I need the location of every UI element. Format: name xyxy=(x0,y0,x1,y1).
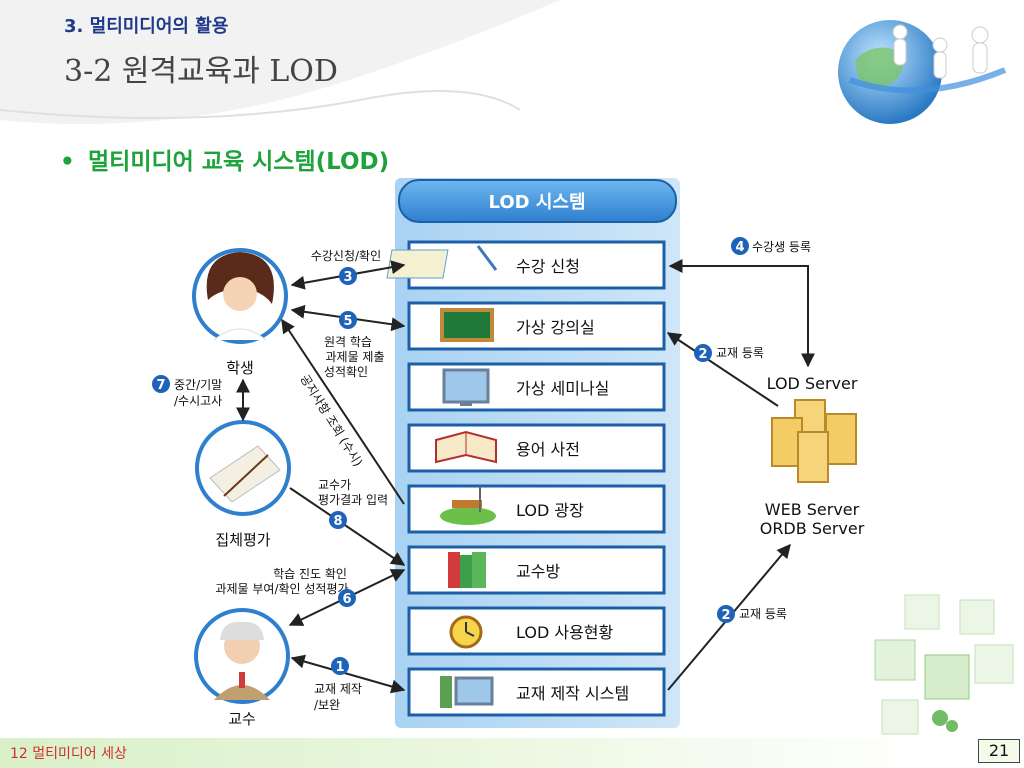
svg-text:5: 5 xyxy=(343,314,352,329)
step-badge-8 xyxy=(329,511,347,529)
notice-label: 공지사항 조회 (수시) xyxy=(297,372,365,469)
bullet-text: 멀티미디어 교육 시스템(LOD) xyxy=(88,149,390,175)
step-badge-7 xyxy=(152,375,170,393)
svg-text:3: 3 xyxy=(343,270,352,285)
module-label: LOD 광장 xyxy=(516,501,584,520)
step-badge-5 xyxy=(339,311,357,329)
module-label: 교수방 xyxy=(516,562,560,581)
svg-text:2: 2 xyxy=(698,347,707,362)
group-eval-avatar xyxy=(195,420,291,516)
arrow-flow-2a xyxy=(666,332,779,407)
student-avatar xyxy=(192,248,288,344)
flow-6-label-2: 과제물 부여/확인 성적평가 xyxy=(215,582,348,596)
open-book-icon xyxy=(435,430,497,464)
flow-7-label-1: 중간/기말 xyxy=(174,378,222,392)
svg-text:8: 8 xyxy=(333,514,342,529)
module-virtual-seminar[interactable]: 가상 세미나실 xyxy=(407,362,666,412)
module-glossary[interactable]: 용어 사전 xyxy=(407,423,666,473)
park-bench-icon xyxy=(440,486,496,525)
step-badge-2b xyxy=(717,605,735,623)
step-badge-2a xyxy=(694,344,712,362)
flow-5-label-3: 성적확인 xyxy=(324,365,368,379)
bullet-item: • 멀티미디어 교육 시스템(LOD) xyxy=(60,142,389,176)
header-swoosh xyxy=(0,0,560,125)
flow-2b-label: 교재 등록 xyxy=(739,607,787,621)
page-number: 21 xyxy=(978,739,1020,763)
svg-text:7: 7 xyxy=(156,378,165,393)
module-lod-usage[interactable]: LOD 사용현황 xyxy=(407,606,666,656)
module-label: 가상 세미나실 xyxy=(516,379,609,398)
lod-server-label: LOD Server xyxy=(767,374,858,393)
svg-text:6: 6 xyxy=(342,592,351,607)
flow-8-label-1: 교수가 xyxy=(318,478,351,492)
arrow-flow-4 xyxy=(668,259,815,368)
system-title-box xyxy=(398,179,677,223)
books-icon xyxy=(448,552,486,588)
professor-label: 교수 xyxy=(228,710,256,728)
flow-3-label: 수강신청/확인 xyxy=(311,249,381,263)
flow-2a-label: 교재 등록 xyxy=(716,346,764,360)
module-virtual-classroom[interactable]: 가상 강의실 xyxy=(407,301,666,351)
monitor-icon xyxy=(442,368,490,406)
svg-text:1: 1 xyxy=(335,660,344,675)
footer-text: 12 멀티미디어 세상 xyxy=(10,746,127,762)
flow-5-label-2: 과제물 제출 xyxy=(325,350,384,364)
module-label: 용어 사전 xyxy=(516,440,580,459)
step-badge-6 xyxy=(338,589,356,607)
arrow-flow-8 xyxy=(289,487,406,566)
arrow-flow-1 xyxy=(290,654,406,694)
flow-6-label-1: 학습 진도 확인 xyxy=(273,567,347,581)
chalkboard-icon xyxy=(440,308,494,342)
slide-title: 3-2 원격교육과 LOD xyxy=(64,54,338,89)
student-label: 학생 xyxy=(226,359,254,377)
module-label: 수강 신청 xyxy=(516,257,580,276)
step-badge-3 xyxy=(339,267,357,285)
flow-1-label-2: /보완 xyxy=(314,698,340,712)
arrow-notice xyxy=(281,318,405,505)
module-label: 가상 강의실 xyxy=(516,318,595,337)
lod-diagram: LOD 시스템 수강 신청 가상 강의실 가상 세미나실 용어 사전 LOD 광… xyxy=(152,178,1014,735)
system-title: LOD 시스템 xyxy=(488,192,585,213)
step-badge-4 xyxy=(731,237,749,255)
svg-text:2: 2 xyxy=(721,608,730,623)
professor-avatar xyxy=(194,608,290,704)
module-textbook-production[interactable]: 교재 제작 시스템 xyxy=(407,667,666,717)
bullet-dot-icon: • xyxy=(60,149,75,175)
cubes-decoration xyxy=(874,594,1014,735)
module-professor-room[interactable]: 교수방 xyxy=(407,545,666,595)
flow-4-label: 수강생 등록 xyxy=(752,240,811,254)
alarm-clock-icon xyxy=(449,615,483,649)
module-label: 교재 제작 시스템 xyxy=(516,684,629,703)
svg-text:4: 4 xyxy=(735,240,744,255)
group-eval-label: 집체평가 xyxy=(215,531,270,549)
flow-7-label-2: /수시고사 xyxy=(174,394,222,408)
step-badge-1 xyxy=(331,657,349,675)
module-lod-plaza[interactable]: LOD 광장 xyxy=(407,484,666,534)
computer-icon xyxy=(440,676,494,708)
module-course-register[interactable]: 수강 신청 xyxy=(386,240,666,290)
server-rack-icon xyxy=(771,399,857,483)
web-server-label: WEB Server xyxy=(765,500,860,519)
globe-people-illustration xyxy=(838,20,1007,124)
section-label: 3. 멀티미디어의 활용 xyxy=(64,16,229,37)
flow-8-label-2: 평가결과 입력 xyxy=(318,493,388,507)
flow-1-label-1: 교재 제작 xyxy=(314,682,362,696)
module-label: LOD 사용현황 xyxy=(516,623,614,642)
ordb-server-label: ORDB Server xyxy=(760,519,865,538)
flow-5-label-1: 원격 학습 xyxy=(324,335,372,349)
footer-bar xyxy=(0,738,1024,768)
